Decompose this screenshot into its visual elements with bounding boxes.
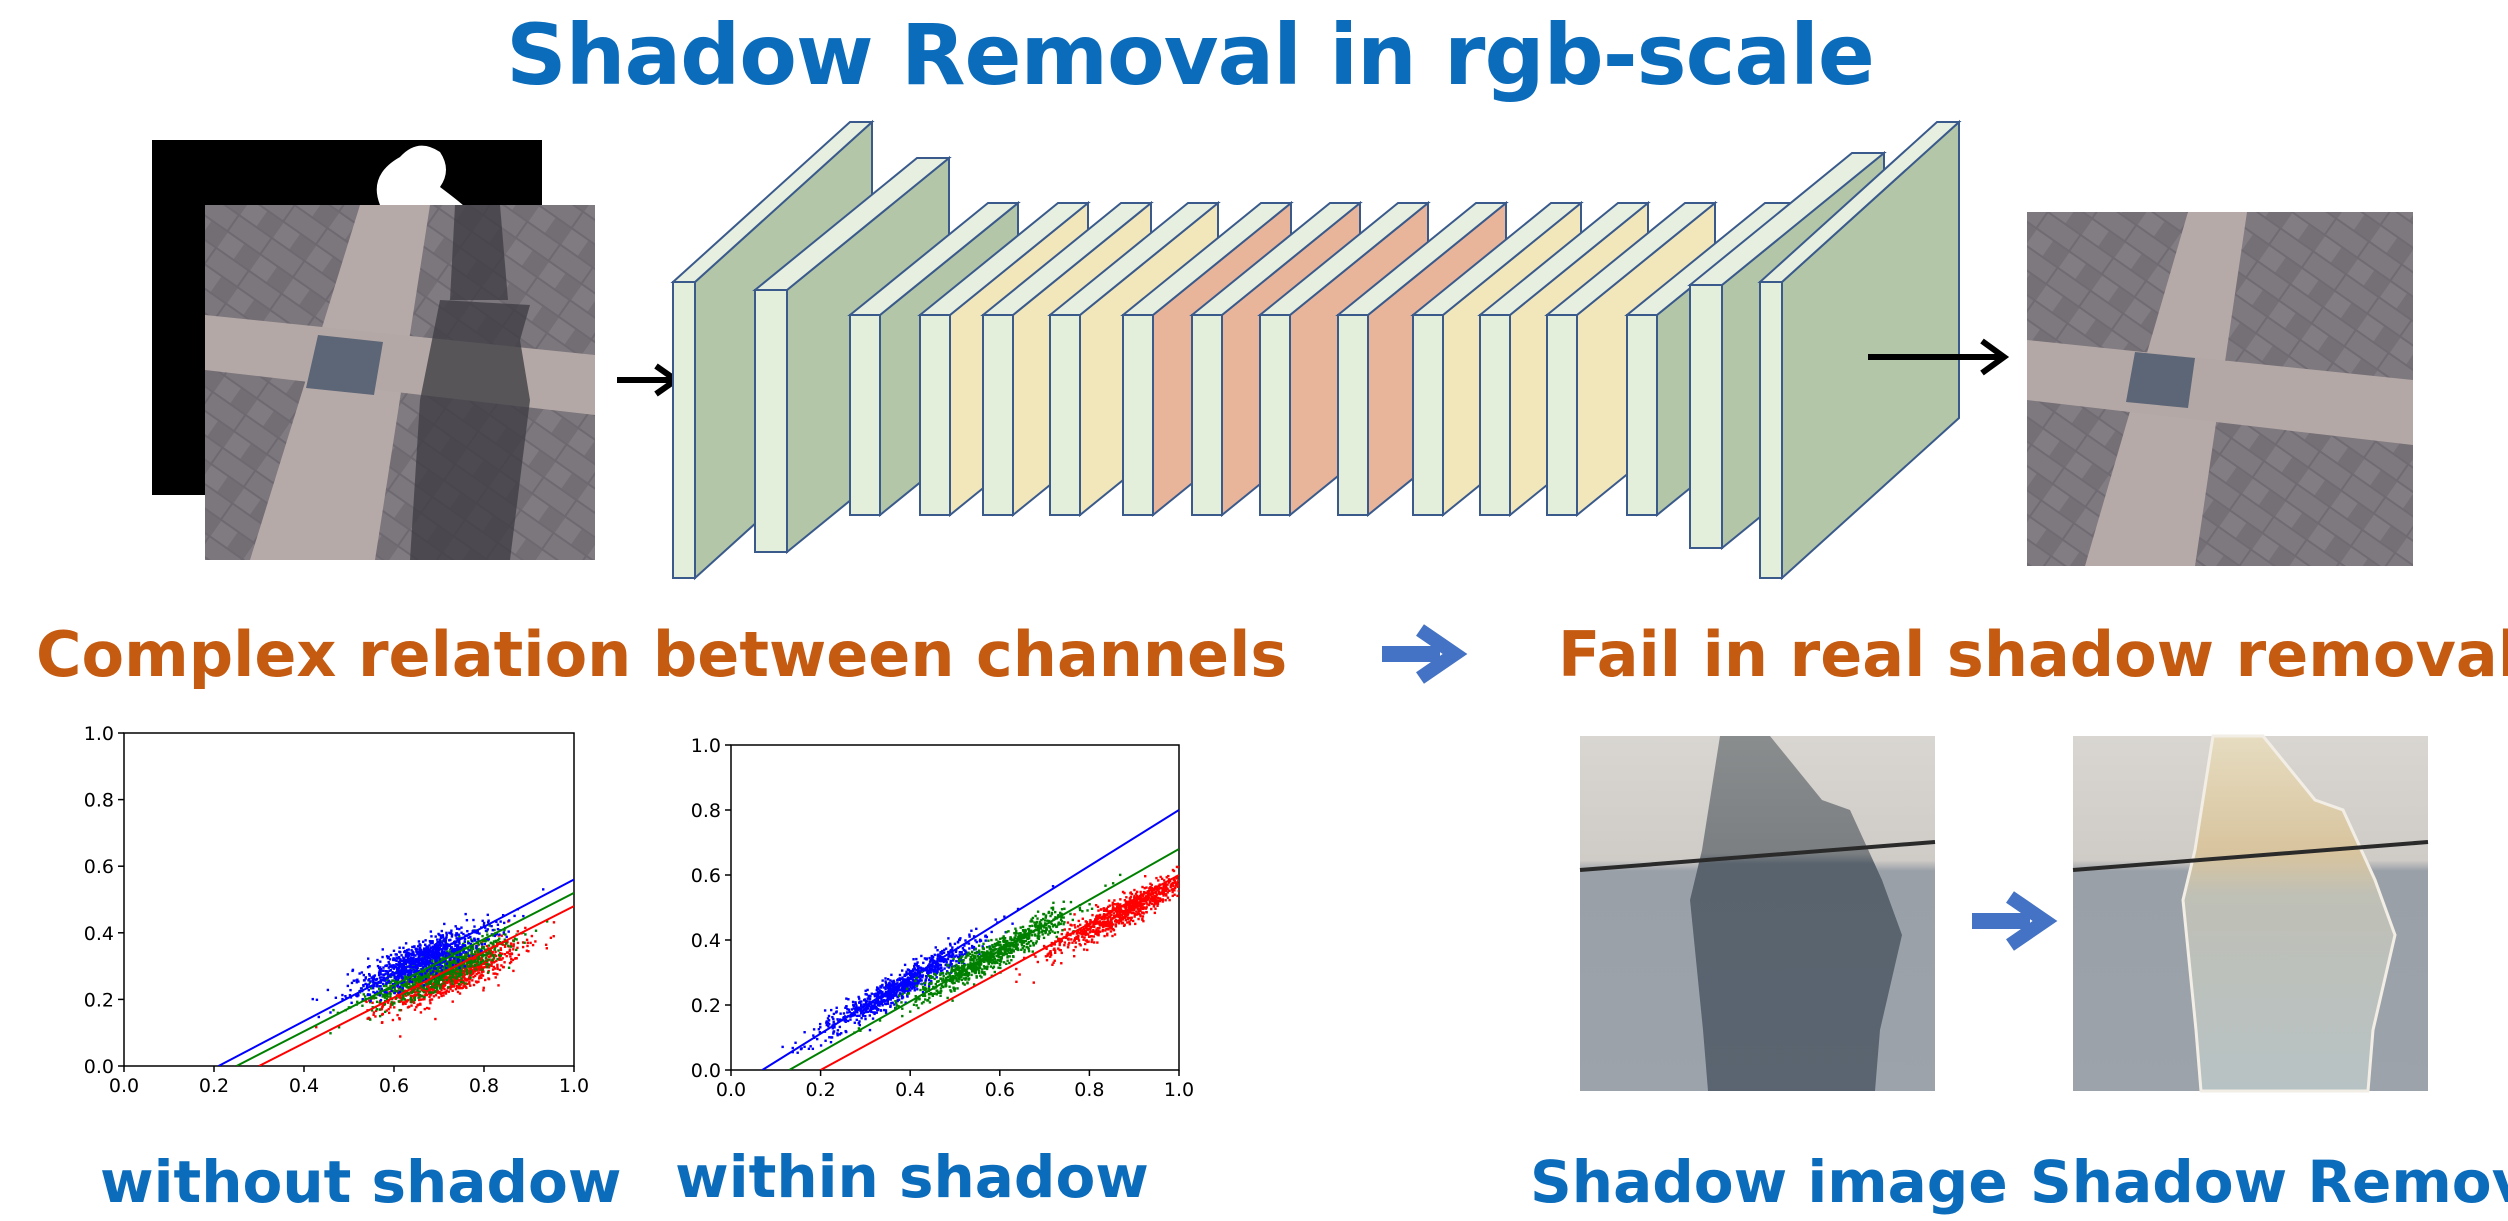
right-heading: Fail in real shadow removal bbox=[1558, 618, 2508, 691]
input-arrow bbox=[617, 363, 682, 397]
caption-shadow-image: Shadow image bbox=[1530, 1148, 2008, 1216]
caption-shadow-removal: Shadow Removal bbox=[2030, 1148, 2508, 1216]
caption-without-shadow: without shadow bbox=[100, 1148, 622, 1216]
x-tick-label: 0.2 bbox=[199, 1075, 229, 1097]
x-tick-label: 0.4 bbox=[289, 1075, 319, 1097]
x-tick-label: 0.0 bbox=[716, 1079, 746, 1101]
output-shadow-free-photo bbox=[2027, 212, 2413, 566]
y-tick-label: 0.2 bbox=[84, 989, 114, 1011]
y-tick-label: 0.4 bbox=[691, 930, 721, 952]
network-layer bbox=[1757, 119, 1962, 581]
right-blue-arrow bbox=[1972, 891, 2058, 951]
page-title: Shadow Removal in rgb-scale bbox=[506, 6, 1875, 104]
scatter-plot-without-shadow: 0.0 0.2 0.4 0.6 0.8 1.0 0.0 0.2 0.4 0.6 0.8 1.0 bbox=[84, 723, 589, 1097]
fit-line-red bbox=[820, 874, 1179, 1070]
y-tick-label: 0.4 bbox=[84, 923, 114, 945]
y-tick-label: 0.0 bbox=[691, 1060, 721, 1082]
scatter-series-blue bbox=[311, 888, 545, 1019]
x-tick-label: 0.4 bbox=[895, 1079, 925, 1101]
scatter-plot-within-shadow: 0.0 0.2 0.4 0.6 0.8 1.0 0.0 0.2 0.4 0.6 0.8 1.0 bbox=[691, 735, 1194, 1101]
fit-line-green bbox=[788, 848, 1179, 1070]
fit-line-green bbox=[236, 891, 574, 1066]
y-tick-label: 0.6 bbox=[691, 865, 721, 887]
fit-line-red bbox=[258, 905, 574, 1066]
y-tick-label: 0.0 bbox=[84, 1056, 114, 1078]
y-tick-label: 0.8 bbox=[691, 800, 721, 822]
y-tick-label: 0.2 bbox=[691, 995, 721, 1017]
scatter-series-green bbox=[853, 873, 1122, 1034]
x-tick-label: 0.0 bbox=[109, 1075, 139, 1097]
x-tick-label: 1.0 bbox=[1164, 1079, 1194, 1101]
left-heading: Complex relation between channels bbox=[36, 618, 1288, 691]
output-arrow bbox=[1868, 338, 2010, 376]
x-tick-label: 0.6 bbox=[985, 1079, 1015, 1101]
scatter-series-red bbox=[1015, 865, 1179, 984]
x-tick-label: 0.6 bbox=[379, 1075, 409, 1097]
scatter-series-blue bbox=[781, 884, 1055, 1054]
x-tick-label: 0.8 bbox=[469, 1075, 499, 1097]
fit-line-blue bbox=[218, 878, 574, 1066]
plot-frame bbox=[730, 744, 1180, 1071]
network-layers bbox=[670, 119, 1962, 581]
middle-blue-arrow bbox=[1382, 624, 1468, 684]
fit-line-blue bbox=[761, 809, 1179, 1070]
y-tick-label: 0.8 bbox=[84, 790, 114, 812]
scatter-series-green bbox=[329, 920, 549, 1035]
y-tick-label: 1.0 bbox=[84, 723, 114, 745]
y-tick-label: 1.0 bbox=[691, 735, 721, 757]
x-tick-label: 0.8 bbox=[1074, 1079, 1104, 1101]
x-tick-label: 1.0 bbox=[559, 1075, 589, 1097]
shadow-removal-photo bbox=[2072, 734, 2429, 1093]
x-tick-label: 0.2 bbox=[805, 1079, 835, 1101]
shadow-image-photo bbox=[1579, 736, 1936, 1091]
y-tick-label: 0.6 bbox=[84, 856, 114, 878]
plot-frame bbox=[123, 732, 575, 1067]
caption-within-shadow: within shadow bbox=[675, 1143, 1149, 1211]
input-shadow-photo bbox=[205, 205, 595, 560]
